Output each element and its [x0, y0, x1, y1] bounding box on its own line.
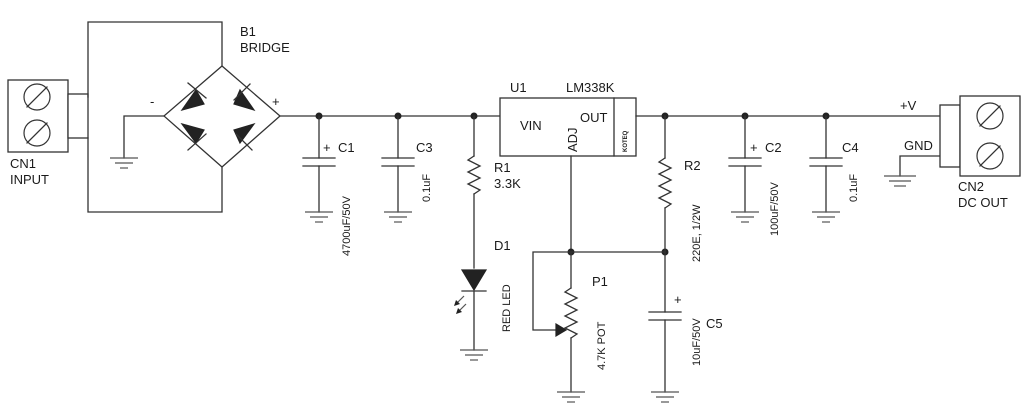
ground-symbol-c1 — [305, 211, 333, 223]
u1-pin-adj: ADJ — [565, 127, 580, 152]
u1-ref-label: U1 — [510, 80, 527, 95]
c4-value-label: 0.1uF — [848, 174, 860, 202]
b1-name-label: BRIDGE — [240, 40, 290, 55]
cn2-ref-label: CN2 — [958, 179, 984, 194]
u1-part-label: LM338K — [566, 80, 615, 95]
c1-ref-label: C1 — [338, 140, 355, 155]
b1-ref-label: B1 — [240, 24, 256, 39]
c4-capacitor — [809, 115, 843, 213]
c5-ref-label: C5 — [706, 316, 723, 331]
c1-capacitor — [302, 115, 336, 213]
d1-ref-label: D1 — [494, 238, 511, 253]
p1-potentiometer — [532, 251, 579, 393]
b1-bridge-rectifier — [163, 65, 281, 168]
d1-led — [454, 269, 488, 351]
b1-minus-label: - — [150, 94, 154, 109]
c2-ref-label: C2 — [765, 140, 782, 155]
ground-symbol-c4 — [812, 211, 840, 223]
cn1-connector — [7, 79, 89, 153]
d1-value-label: RED LED — [501, 284, 513, 332]
b1-plus-label: + — [272, 94, 280, 109]
c3-capacitor — [381, 115, 415, 213]
r2-value-label: 220E, 1/2W — [691, 204, 703, 262]
c4-ref-label: C4 — [842, 140, 859, 155]
c5-capacitor — [648, 251, 682, 393]
r1-resistor — [466, 115, 482, 269]
c1-polarity-mark: + — [323, 140, 331, 155]
c2-polarity-mark: + — [750, 140, 758, 155]
r1-ref-label: R1 — [494, 160, 511, 175]
ground-symbol-bridge — [110, 157, 138, 169]
r1-value-label: 3.3K — [494, 176, 521, 191]
c5-polarity-mark: + — [674, 292, 682, 307]
r2-ref-label: R2 — [684, 158, 701, 173]
cn1-name-label: INPUT — [10, 172, 49, 187]
c2-value-label: 100uF/50V — [769, 182, 781, 236]
ground-symbol-c3 — [384, 211, 412, 223]
c1-value-label: 4700uF/50V — [341, 195, 353, 256]
cn2-connector — [939, 95, 1021, 177]
cn2-gnd-label: GND — [904, 138, 933, 153]
cn2-pos-label: +V — [900, 98, 917, 113]
bridge-neg-wire — [123, 115, 165, 159]
ground-symbol-c5 — [651, 391, 679, 403]
cn2-name-label: DC OUT — [958, 195, 1008, 210]
u1-brand-logo: KOTEQ — [623, 130, 629, 152]
u1-pin-out: OUT — [580, 110, 608, 125]
input-wire-ac1 — [87, 21, 223, 98]
ground-symbol-p1 — [557, 391, 585, 403]
c2-capacitor — [728, 115, 762, 213]
r2-resistor — [657, 115, 673, 253]
c3-ref-label: C3 — [416, 140, 433, 155]
input-wire-ac2 — [87, 137, 223, 213]
ground-symbol-d1 — [460, 349, 488, 361]
ground-symbol-output — [884, 175, 916, 187]
c5-value-label: 10uF/50V — [691, 318, 703, 366]
cn1-ref-label: CN1 — [10, 156, 36, 171]
p1-value-label: 4.7K POT — [596, 321, 608, 370]
c3-value-label: 0.1uF — [421, 174, 433, 202]
u1-regulator — [499, 97, 637, 157]
ground-symbol-c2 — [731, 211, 759, 223]
p1-ref-label: P1 — [592, 274, 608, 289]
u1-pin-vin: VIN — [520, 118, 542, 133]
